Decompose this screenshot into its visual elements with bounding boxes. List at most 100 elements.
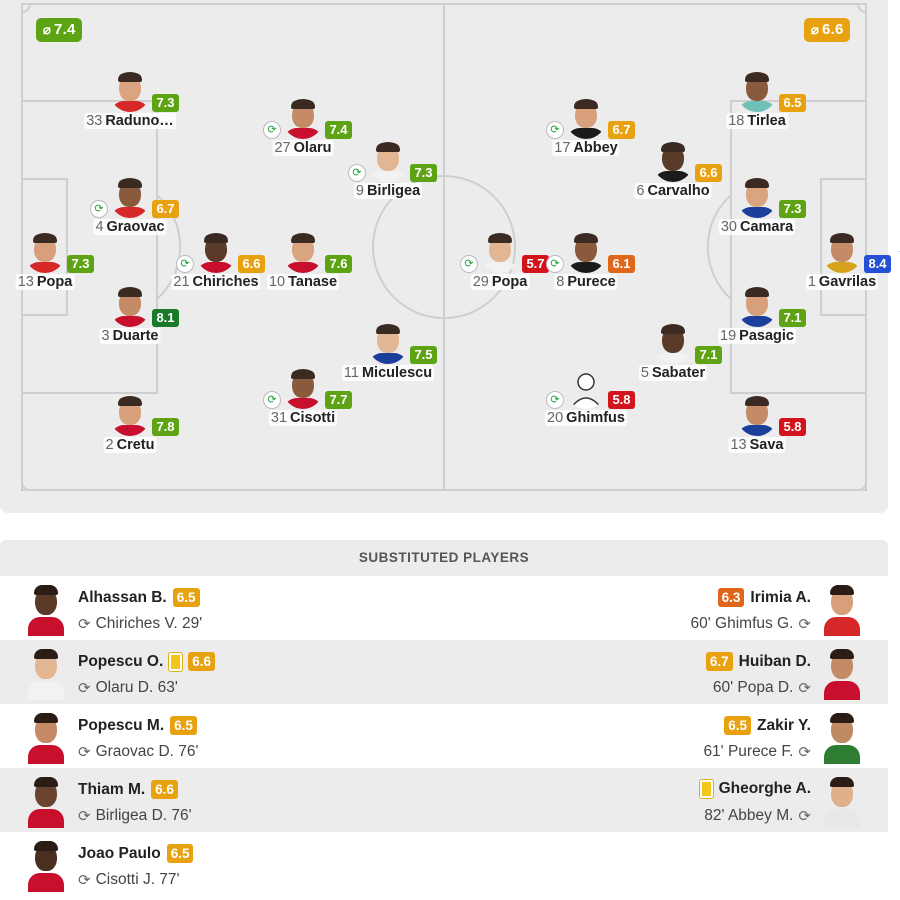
- player-name: Camara: [739, 219, 794, 235]
- player-photo: [25, 233, 65, 273]
- player-rating: 8.1: [152, 309, 179, 327]
- substitute-name-line: Alhassan B. 6.5: [78, 588, 200, 607]
- player-photo: [110, 72, 150, 112]
- player-rating: 8.4: [864, 255, 891, 273]
- substitute-name-line: Popescu O.6.6: [78, 652, 216, 671]
- substitute-rating: 6.5: [170, 716, 197, 735]
- player-rating: 7.3: [152, 94, 179, 112]
- substitute-replaced-line: ⟳Chiriches V. 29': [78, 615, 202, 633]
- player-number: 20: [547, 410, 564, 426]
- player-photo: [110, 178, 150, 218]
- substitute-photo: [26, 646, 66, 700]
- player-rating: 6.5: [779, 94, 806, 112]
- best-player-star-icon: ✦: [898, 245, 900, 259]
- player-name: Abbey: [573, 140, 618, 156]
- swap-icon: ⟳: [798, 744, 811, 761]
- substitute-replaced-line: 60' Popa D.⟳: [713, 679, 811, 697]
- player-photo: [653, 142, 693, 182]
- player-photo: [283, 369, 323, 409]
- pitch-markings: [21, 3, 867, 491]
- substitute-replaced-line: 60' Ghimfus G.⟳: [691, 615, 811, 633]
- player-photo: [566, 233, 606, 273]
- player-rating: 6.7: [608, 121, 635, 139]
- substitute-name: Huiban D.: [738, 652, 811, 670]
- player-rating: 5.7: [522, 255, 549, 273]
- player-photo: [480, 233, 520, 273]
- player-name: Graovac: [106, 219, 165, 235]
- substitute-rating: 6.3: [717, 588, 745, 607]
- substituted-players-header: SUBSTITUTED PLAYERS: [0, 540, 888, 576]
- player-number: 21: [173, 274, 190, 290]
- player-number: 13: [730, 437, 747, 453]
- substitute-replaced-line: 61' Purece F.⟳: [703, 743, 811, 761]
- away-substitute-gheorghea[interactable]: Gheorghe A.82' Abbey M.⟳: [438, 768, 888, 832]
- player-photo: [283, 99, 323, 139]
- substitution-icon: ⟳: [546, 255, 564, 273]
- player-name: Popa: [36, 274, 73, 290]
- substitution-icon: ⟳: [460, 255, 478, 273]
- swap-icon: ⟳: [78, 616, 91, 633]
- substitute-name: Thiam M.: [78, 780, 146, 798]
- player-number: 13: [17, 274, 34, 290]
- player-number: 17: [554, 140, 571, 156]
- replaced-player: 61' Purece F.: [703, 743, 794, 760]
- yellow-card-icon: [169, 652, 183, 671]
- player-number: 11: [343, 365, 359, 381]
- player-number: 4: [95, 219, 104, 235]
- substitute-name-line: Gheorghe A.: [699, 780, 811, 798]
- player-name: Ghimfus: [566, 410, 625, 426]
- substitution-icon: ⟳: [263, 391, 281, 409]
- substitution-icon: ⟳: [546, 121, 564, 139]
- player-rating: 7.4: [325, 121, 352, 139]
- player-number: 2: [105, 437, 114, 453]
- player-name: Tirlea: [747, 113, 786, 129]
- substitute-name: Alhassan B.: [78, 588, 167, 606]
- substitute-row: Thiam M.6.6⟳Birligea D. 76'Gheorghe A.82…: [0, 768, 888, 832]
- substitute-name-line: Popescu M.6.5: [78, 716, 197, 735]
- substitute-name: Zakir Y.: [756, 716, 811, 734]
- player-name: Purece: [567, 274, 616, 290]
- player-photo: [368, 142, 408, 182]
- player-rating: 7.6: [325, 255, 352, 273]
- swap-icon: ⟳: [78, 744, 91, 761]
- substitution-icon: ⟳: [263, 121, 281, 139]
- player-number: 18: [728, 113, 745, 129]
- substitute-photo: [26, 582, 66, 636]
- player-name: Chiriches: [192, 274, 259, 290]
- player-rating: 7.5: [410, 346, 437, 364]
- player-number: 8: [556, 274, 565, 290]
- substitute-rating: 6.5: [166, 844, 194, 863]
- player-number: 29: [472, 274, 489, 290]
- average-icon: ⌀: [43, 22, 52, 37]
- substitute-photo: [26, 774, 66, 828]
- player-photo: [737, 287, 777, 327]
- home-average-rating: ⌀7.4: [36, 18, 83, 42]
- player-number: 9: [355, 183, 364, 199]
- substitute-rating: 6.5: [172, 588, 200, 607]
- player-number: 31: [270, 410, 288, 426]
- player-number: 6: [636, 183, 645, 199]
